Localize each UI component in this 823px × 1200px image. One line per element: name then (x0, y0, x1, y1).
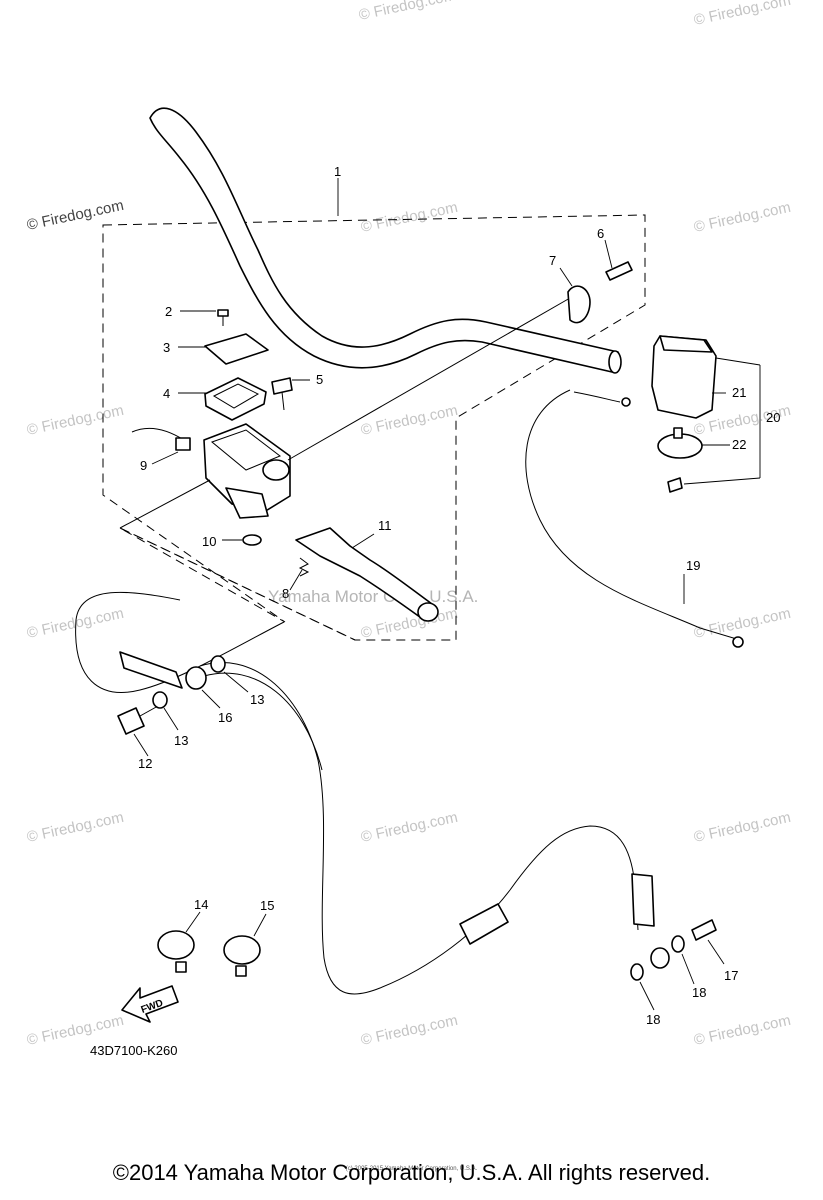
callout-7: 7 (549, 253, 556, 268)
callout-13b: 13 (250, 692, 264, 707)
watermark-layer: © Firedog.com © Firedog.com © Firedog.co… (25, 0, 792, 1049)
watermark: © Firedog.com (692, 199, 792, 236)
callout-22: 22 (732, 437, 746, 452)
handlebar (149, 107, 622, 374)
callout-11: 11 (378, 518, 392, 533)
callout-20: 20 (766, 410, 780, 425)
fwd-arrow-icon: FWD (121, 985, 179, 1023)
watermark: © Firedog.com (692, 809, 792, 846)
watermark: © Firedog.com (357, 0, 457, 24)
throttle-housing (651, 335, 717, 493)
master-cylinder (119, 297, 571, 622)
callout-19: 19 (686, 558, 700, 573)
callout-17: 17 (724, 968, 738, 983)
callout-8: 8 (282, 586, 289, 601)
callout-6: 6 (597, 226, 604, 241)
callout-2: 2 (165, 304, 172, 319)
callout-15: 15 (260, 898, 274, 913)
callout-3: 3 (163, 340, 170, 355)
hose-clamps (157, 930, 261, 977)
center-watermark: Yamaha Motor Corp. U.S.A. (268, 587, 478, 606)
callout-18a: 18 (692, 985, 706, 1000)
watermark: © Firedog.com (25, 809, 125, 846)
callout-labels: 1 2 3 4 5 6 7 8 9 10 11 12 13 13 14 15 1… (138, 164, 780, 1027)
callout-10: 10 (202, 534, 216, 549)
watermark: © Firedog.com (359, 199, 459, 236)
copyright-footer: ©2014 Yamaha Motor Corporation, U.S.A. A… (112, 1160, 711, 1185)
watermark: © Firedog.com (359, 809, 459, 846)
watermark: © Firedog.com (692, 605, 792, 642)
banjo-fittings (117, 655, 717, 981)
callout-1: 1 (334, 164, 341, 179)
throttle-cable (525, 389, 741, 641)
callout-12: 12 (138, 756, 152, 771)
watermark: © Firedog.com (692, 1012, 792, 1049)
watermark: © Firedog.com (25, 402, 125, 439)
assembly-boundary-lower (119, 527, 356, 641)
callout-5: 5 (316, 372, 323, 387)
watermark: © Firedog.com (692, 0, 792, 29)
callout-16: 16 (218, 710, 232, 725)
callout-13a: 13 (174, 733, 188, 748)
brake-hose (75, 591, 655, 995)
watermark: © Firedog.com (359, 1012, 459, 1049)
leader-lines (133, 178, 761, 1011)
callout-18b: 18 (646, 1012, 660, 1027)
watermark: © Firedog.com (359, 402, 459, 439)
watermark: © Firedog.com (25, 197, 125, 234)
footer-fine-print: (c) 2005-2015 Yamaha Motor Corporation, … (345, 1166, 478, 1172)
clamp (567, 261, 633, 324)
callout-4: 4 (163, 386, 170, 401)
callout-9: 9 (140, 458, 147, 473)
diagram-code: 43D7100-K260 (90, 1043, 177, 1058)
callout-21: 21 (732, 385, 746, 400)
callout-14: 14 (194, 897, 208, 912)
assembly-boundary (102, 214, 646, 641)
